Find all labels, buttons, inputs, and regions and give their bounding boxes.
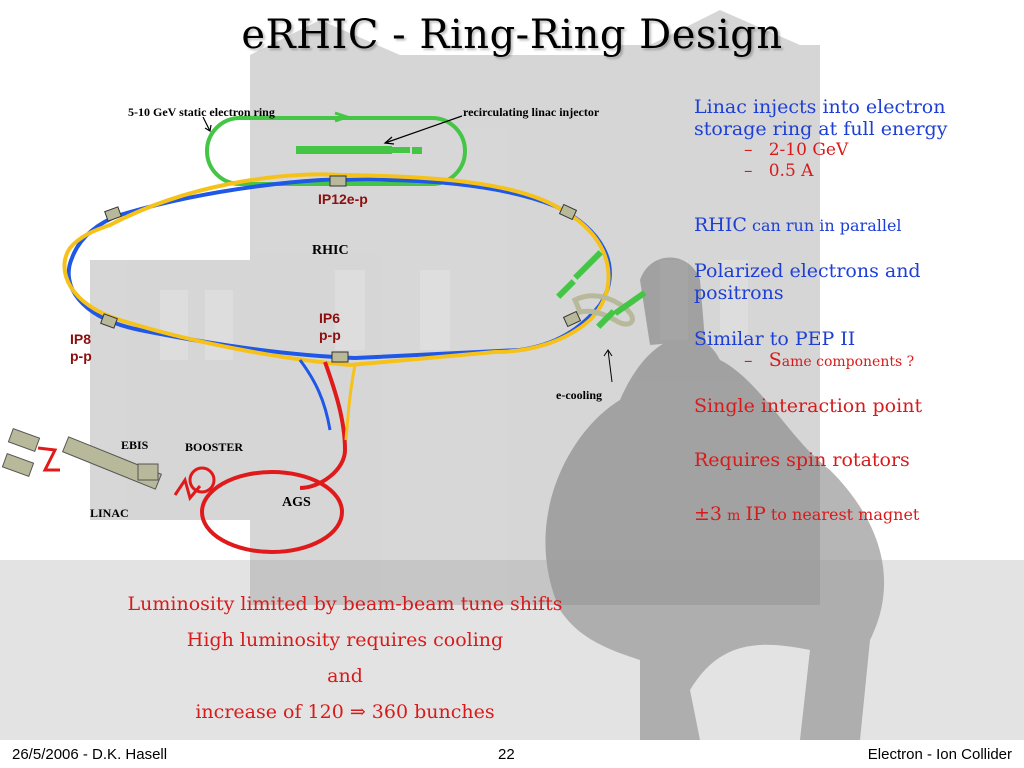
magnet-ne	[558, 203, 578, 221]
booster-ring	[188, 466, 216, 494]
implies-arrow-icon: ⇒	[349, 701, 366, 723]
sub-current: – 0.5 A	[744, 161, 814, 181]
linac-source-1	[7, 427, 41, 453]
label-ip8: IP8 p-p	[70, 331, 92, 364]
magnet-ip6	[331, 351, 349, 363]
footer-title: Electron - Ion Collider	[867, 746, 1012, 763]
note-and: and	[327, 665, 363, 687]
e-cooling-pointer	[607, 349, 613, 383]
label-electron-ring: 5-10 GeV static electron ring	[128, 105, 275, 119]
label-linac: LINAC	[90, 506, 129, 520]
bullet-rhic-parallel: RHIC can run in parallel	[694, 214, 902, 236]
label-rhic: RHIC	[312, 243, 349, 258]
label-ip6: IP6 p-p	[319, 310, 341, 343]
sub-same-components: – Same components ?	[744, 349, 915, 372]
bullet-panel: Linac injects into electron storage ring…	[694, 96, 994, 525]
bullet-spin-rotators: Requires spin rotators	[694, 449, 910, 471]
note-high-luminosity: High luminosity requires cooling	[186, 629, 504, 651]
magnet-ip12	[329, 175, 347, 187]
magnet-nw	[104, 206, 122, 222]
ebis-component	[137, 463, 159, 481]
magnet-ip8	[100, 313, 118, 329]
note-increase-bunches: increase of 120 ⇒ 360 bunches	[195, 701, 495, 723]
linac-injector	[296, 146, 422, 154]
bullet-similar-pep: Similar to PEP II	[694, 328, 856, 350]
linac-injector-pointer	[384, 115, 463, 144]
slide-title: eRHIC - Ring-Ring Design	[241, 12, 783, 58]
ags-ring	[200, 470, 344, 554]
e-cooling-section	[556, 250, 647, 329]
bullet-single-ip: Single interaction point	[694, 395, 923, 417]
bullet-nearest-magnet: ±3 m IP to nearest magnet	[694, 503, 920, 525]
label-ip12: IP12e-p	[318, 191, 368, 207]
note-luminosity-limited: Luminosity limited by beam-beam tune shi…	[127, 593, 563, 615]
label-linac-injector: recirculating linac injector	[463, 105, 600, 119]
footer-author-date: 26/5/2006 - D.K. Hasell	[12, 746, 168, 763]
page-number: 22	[498, 746, 515, 763]
electron-ring-pointer	[202, 116, 211, 132]
magnet-se	[562, 310, 582, 328]
sub-energy: – 2-10 GeV	[744, 140, 849, 160]
bottom-notes: Luminosity limited by beam-beam tune shi…	[100, 586, 590, 730]
linac-source-2	[1, 452, 35, 478]
label-e-cooling: e-cooling	[556, 388, 602, 402]
linac-component	[61, 436, 163, 490]
bullet-linac-injects: Linac injects into electron storage ring…	[694, 96, 948, 140]
rhic-yellow-ring	[62, 172, 611, 368]
label-ebis: EBIS	[121, 438, 149, 452]
bullet-polarized: Polarized electrons and positrons	[694, 260, 921, 304]
label-ags: AGS	[282, 495, 311, 510]
label-booster: BOOSTER	[185, 440, 244, 454]
